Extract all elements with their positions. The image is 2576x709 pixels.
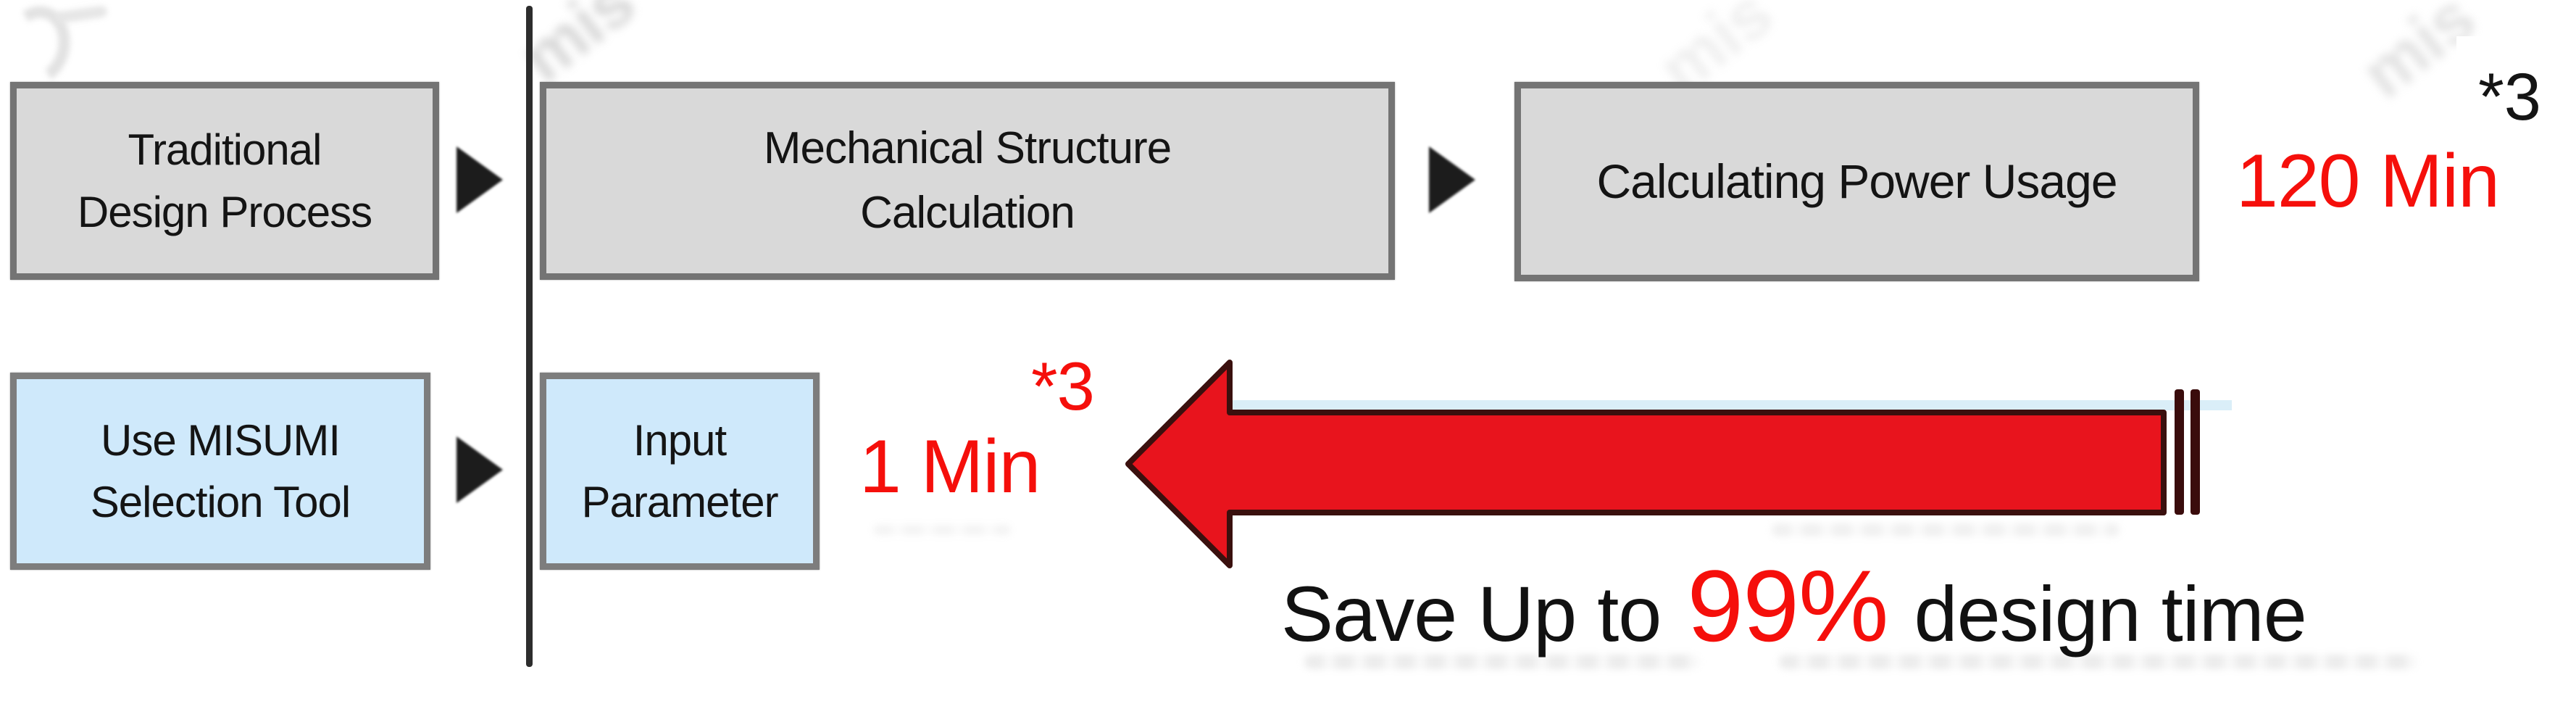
savings-percentage: 99% [1687, 549, 1888, 663]
watermark-erase-patch [2456, 36, 2576, 152]
time-reduction-arrow-icon [1125, 360, 2232, 568]
mechanical-structure-calculation-box: Mechanical Structure Calculation [540, 82, 1395, 280]
arrow-highlight-strip [1228, 400, 2232, 410]
box-text-line: Selection Tool [90, 478, 351, 526]
flow-arrow-icon [1429, 146, 1475, 213]
box-text-line: Design Process [77, 187, 372, 236]
watermark-smudge [1779, 655, 2417, 669]
box-text-line: Traditional [128, 125, 322, 175]
footnote-reference: *3 [2478, 60, 2541, 134]
footnote-reference: *3 [1031, 348, 1095, 424]
box-text-line: Input [633, 415, 727, 465]
input-parameter-box: Input Parameter [540, 373, 820, 570]
box-text-line: Calculation [860, 187, 1075, 238]
calculating-power-usage-box: Calculating Power Usage [1514, 82, 2199, 281]
watermark-smudge [1772, 523, 2119, 536]
savings-suffix: design time [1914, 570, 2307, 658]
arrow-tail-tick [2191, 389, 2200, 515]
watermark-smudge [1304, 655, 1699, 669]
use-misumi-selection-tool-box: Use MISUMI Selection Tool [10, 373, 430, 570]
box-text-line: Use MISUMI [100, 415, 341, 465]
box-text-line: Calculating Power Usage [1596, 154, 2117, 208]
arrow-body [1125, 360, 2167, 568]
misumi-time-label: 1 Min [859, 425, 1041, 509]
watermark-smudge [873, 525, 1011, 535]
watermark-smudge [54, 5, 108, 24]
savings-statement: Save Up to 99% design time [1281, 549, 2307, 663]
flow-arrow-icon [457, 436, 503, 503]
divider-line [526, 6, 533, 667]
traditional-design-process-box: Traditional Design Process [10, 82, 439, 280]
box-text-line: Mechanical Structure [763, 123, 1172, 174]
savings-prefix: Save Up to [1281, 570, 1662, 658]
traditional-time-label: 120 Min [2236, 139, 2500, 223]
box-text-line: Parameter [581, 478, 778, 526]
arrow-tail-tick [2175, 389, 2184, 515]
flow-arrow-icon [457, 146, 503, 213]
